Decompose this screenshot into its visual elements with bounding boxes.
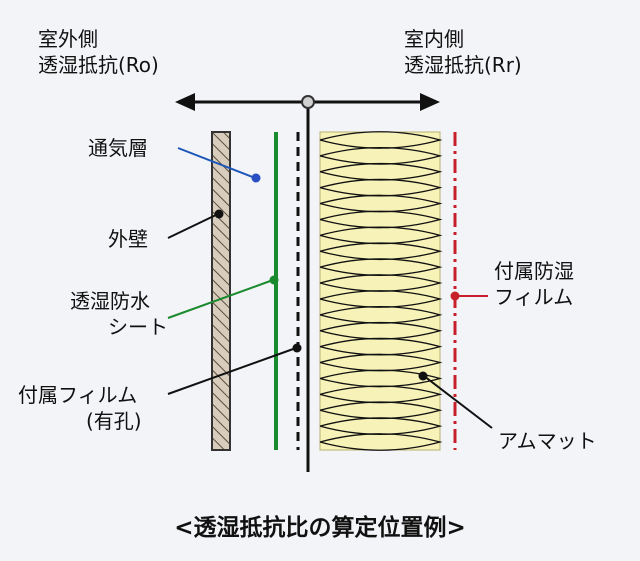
- exterior-wall-text: 外壁: [108, 227, 148, 251]
- insulation-fiber-wave: [319, 210, 443, 229]
- vapor-barrier-text-2: フィルム: [494, 285, 574, 309]
- attached-film-text-2: (有孔): [86, 409, 142, 433]
- insulation-fiber-wave: [319, 242, 443, 261]
- insulation-fiber-wave: [319, 401, 443, 420]
- exterior-wall-label: 外壁: [108, 226, 148, 252]
- insulation-fiber-wave: [319, 162, 443, 181]
- insulation-layer: [319, 131, 443, 451]
- leader-exterior-wall: [167, 209, 224, 239]
- attached-film-text-1: 付属フィルム: [18, 383, 138, 407]
- insulation-fiber-wave: [319, 146, 443, 165]
- insulation-fiber-wave: [319, 178, 443, 197]
- ventilation-layer-text: 通気層: [88, 136, 148, 160]
- leader-vapor-barrier: [450, 291, 488, 301]
- vapor-barrier-label: 付属防湿 フィルム: [494, 258, 574, 310]
- leader-breathable-sheet: [167, 275, 279, 319]
- leader-ventilation: [177, 147, 261, 183]
- outdoor-side-text: 室外側: [38, 27, 98, 51]
- insulation-fiber-wave: [319, 194, 443, 213]
- insulation-fiber-wave: [319, 417, 443, 436]
- arrow-center-marker: [301, 95, 315, 109]
- insulation-fiber-wave: [319, 305, 443, 324]
- insulation-fiber-wave: [319, 274, 443, 292]
- outdoor-label: 室外側 透湿抵抗(Ro): [38, 26, 159, 78]
- insulation-fiber-wave: [319, 353, 443, 372]
- leader-insulation: [418, 371, 493, 429]
- outdoor-resistance-text: 透湿抵抗(Ro): [38, 53, 159, 77]
- breathable-sheet-text-1: 透湿防水: [70, 289, 150, 313]
- attached-film-label: 付属フィルム (有孔): [18, 382, 142, 434]
- leader-attached-film: [167, 343, 302, 395]
- insulation-text: アムマット: [498, 429, 597, 453]
- indoor-resistance-text: 透湿抵抗(Rr): [404, 53, 522, 77]
- vapor-barrier-text-1: 付属防湿: [494, 259, 574, 283]
- insulation-fiber-wave: [319, 226, 443, 245]
- figure-caption: <透湿抵抗比の算定位置例>: [174, 515, 466, 541]
- breathable-sheet-text-2: シート: [108, 315, 168, 339]
- insulation-fiber-wave: [319, 321, 443, 340]
- breathable-sheet-label: 透湿防水 シート: [70, 288, 168, 340]
- insulation-fiber-wave: [319, 433, 443, 451]
- insulation-fiber-wave: [319, 369, 443, 388]
- insulation-fiber-wave: [319, 337, 443, 356]
- insulation-label: アムマット: [498, 428, 597, 454]
- indoor-label: 室内側 透湿抵抗(Rr): [404, 26, 522, 78]
- insulation-fiber-wave: [319, 290, 443, 308]
- indoor-side-text: 室内側: [404, 27, 464, 51]
- insulation-fiber-wave: [319, 258, 443, 277]
- ventilation-layer-label: 通気層: [88, 135, 148, 161]
- insulation-fiber-wave: [319, 131, 443, 149]
- insulation-fiber-wave: [319, 385, 443, 404]
- exterior-wall-layer: [211, 131, 231, 451]
